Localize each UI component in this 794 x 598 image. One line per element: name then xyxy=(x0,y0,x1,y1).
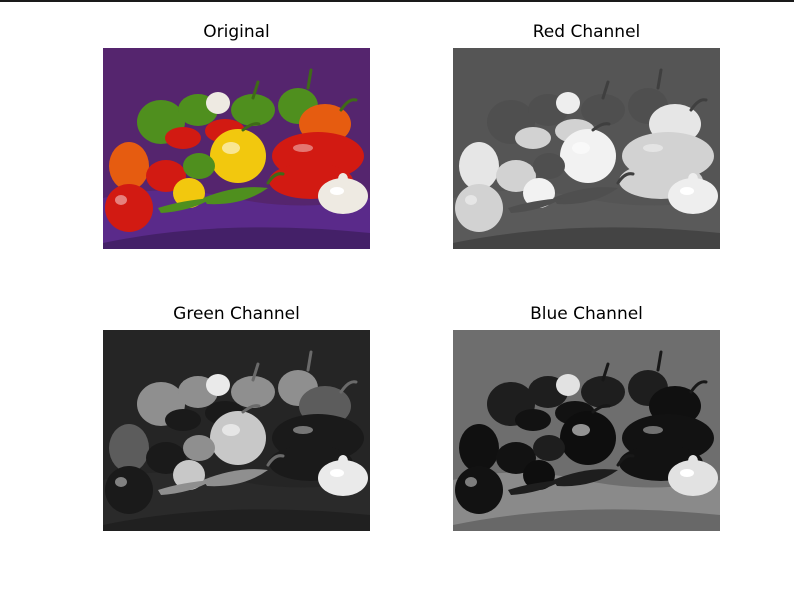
image-region xyxy=(105,466,153,514)
image-region xyxy=(183,153,215,179)
image-region xyxy=(453,509,720,531)
image-region xyxy=(158,480,213,495)
image-region xyxy=(572,424,590,436)
image-region xyxy=(581,376,625,408)
image-region xyxy=(581,94,625,126)
window-border xyxy=(0,0,794,2)
image-region xyxy=(103,227,370,249)
image-region xyxy=(241,404,261,414)
image-region xyxy=(643,426,663,434)
image-region xyxy=(206,92,230,114)
image-region xyxy=(338,455,348,467)
image-region xyxy=(601,362,610,382)
image-region xyxy=(158,198,213,213)
image-region xyxy=(556,374,580,396)
image-region xyxy=(643,144,663,152)
red-channel-image xyxy=(453,48,720,249)
image-region xyxy=(553,469,618,487)
image-region xyxy=(183,435,215,461)
image-region xyxy=(241,122,261,132)
image-region xyxy=(591,122,611,132)
image-region xyxy=(165,127,201,149)
image-region xyxy=(656,350,663,372)
image-region xyxy=(508,480,563,495)
image-region xyxy=(591,404,611,414)
image-region xyxy=(266,454,285,467)
green-channel-image xyxy=(103,330,370,531)
subplot-title-green-channel: Green Channel xyxy=(173,304,300,324)
image-region xyxy=(109,142,149,190)
image-region xyxy=(556,92,580,114)
image-region xyxy=(668,460,718,496)
image-region xyxy=(251,80,260,100)
image-region xyxy=(680,187,694,195)
image-region xyxy=(656,68,663,90)
subplot-title-red-channel: Red Channel xyxy=(532,22,641,42)
image-region xyxy=(560,411,616,465)
image-region xyxy=(210,411,266,465)
image-region xyxy=(203,187,268,205)
image-region xyxy=(293,144,313,152)
image-region xyxy=(330,187,344,195)
image-region xyxy=(338,173,348,185)
image-region xyxy=(146,160,186,192)
image-region xyxy=(203,469,268,487)
subplot-title-blue-channel: Blue Channel xyxy=(530,304,643,324)
image-region xyxy=(222,142,240,154)
image-region xyxy=(293,426,313,434)
image-region xyxy=(165,409,201,431)
original-peppers-image xyxy=(103,48,370,249)
image-region xyxy=(231,376,275,408)
image-region xyxy=(455,466,503,514)
image-region xyxy=(680,469,694,477)
image-region xyxy=(668,178,718,214)
image-region xyxy=(616,454,635,467)
image-region xyxy=(465,477,477,487)
image-region xyxy=(306,350,313,372)
image-region xyxy=(689,98,708,112)
image-region xyxy=(455,184,503,232)
image-region xyxy=(572,142,590,154)
image-region xyxy=(103,509,370,531)
image-region xyxy=(330,469,344,477)
image-region xyxy=(515,409,551,431)
image-region xyxy=(453,227,720,249)
blue-channel-image xyxy=(453,330,720,531)
image-region xyxy=(206,374,230,396)
subplot-title-original: Original xyxy=(203,22,270,42)
image-region xyxy=(508,198,563,213)
image-region xyxy=(318,178,368,214)
image-region xyxy=(688,455,698,467)
image-region xyxy=(251,362,260,382)
image-region xyxy=(496,442,536,474)
image-region xyxy=(616,172,635,185)
image-region xyxy=(533,153,565,179)
image-region xyxy=(689,380,708,394)
image-region xyxy=(601,80,610,100)
image-region xyxy=(688,173,698,185)
image-region xyxy=(459,142,499,190)
image-region xyxy=(318,460,368,496)
image-region xyxy=(105,184,153,232)
image-region xyxy=(496,160,536,192)
image-region xyxy=(115,477,127,487)
image-region xyxy=(339,380,358,394)
image-region xyxy=(533,435,565,461)
image-region xyxy=(553,187,618,205)
image-region xyxy=(210,129,266,183)
image-region xyxy=(306,68,313,90)
image-region xyxy=(560,129,616,183)
image-region xyxy=(459,424,499,472)
image-region xyxy=(222,424,240,436)
image-region xyxy=(339,98,358,112)
image-region xyxy=(109,424,149,472)
image-region xyxy=(465,195,477,205)
image-region xyxy=(146,442,186,474)
image-region xyxy=(266,172,285,185)
image-region xyxy=(231,94,275,126)
image-region xyxy=(515,127,551,149)
image-region xyxy=(115,195,127,205)
